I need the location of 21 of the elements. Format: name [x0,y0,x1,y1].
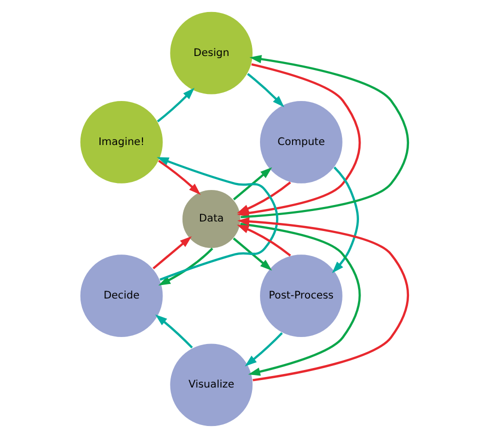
arrow [156,88,194,122]
arrow [236,224,291,257]
node-circle: Decide [79,254,163,338]
arrow [154,314,192,348]
arrow [236,217,408,382]
arrow [240,54,408,218]
arrow [152,236,192,270]
arrow [332,166,358,274]
arrow [244,332,282,366]
arrow [158,248,213,286]
arrow [158,160,200,195]
arrow [236,181,291,214]
node-circle: Data [181,189,241,249]
arrow [232,167,272,200]
arrow [240,222,360,376]
node-circle: Design [168,11,253,96]
node-circle: Imagine! [79,100,163,184]
arrow [232,238,272,271]
arrow [246,73,284,108]
node-circle: Visualize [168,342,253,427]
arrow [156,157,278,281]
